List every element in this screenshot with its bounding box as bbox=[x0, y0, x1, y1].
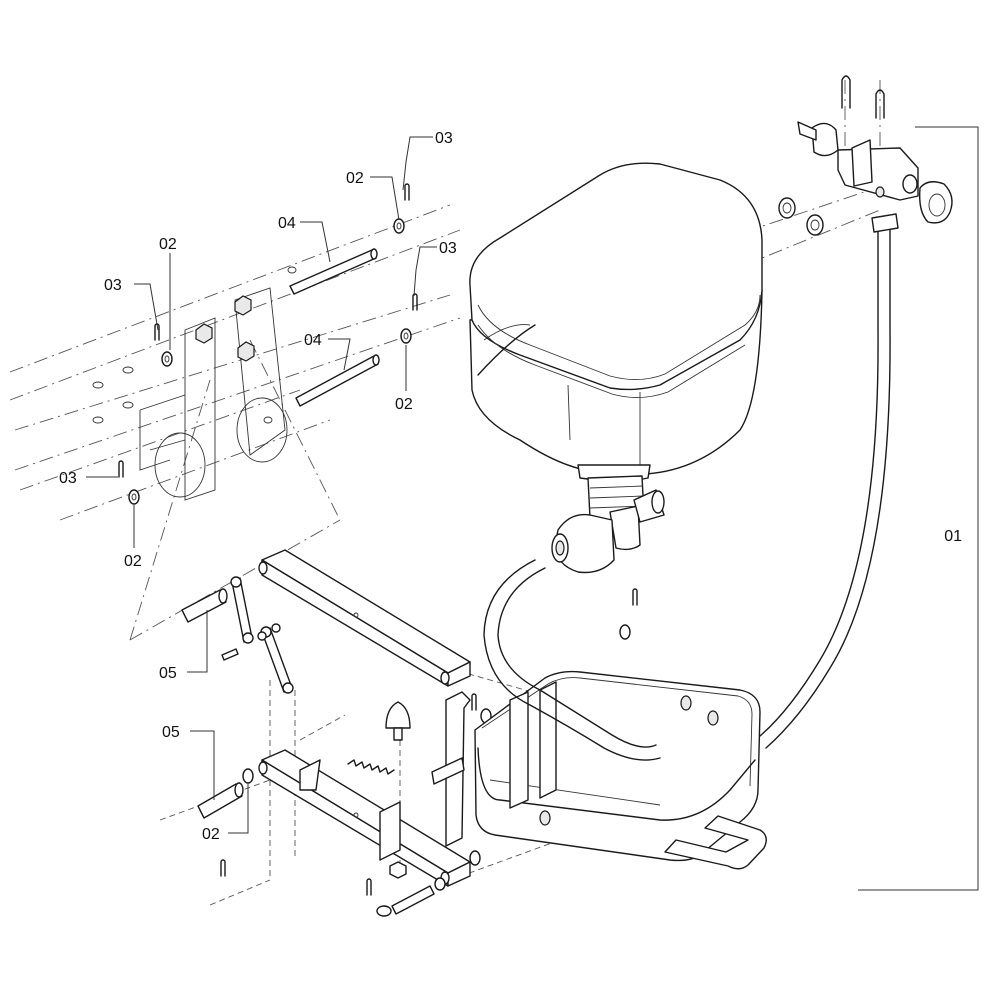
rubber-knob bbox=[385, 701, 411, 741]
tank bbox=[469, 162, 763, 482]
callout-05-lower: 05 bbox=[162, 724, 180, 741]
callout-03-mid: 03 bbox=[439, 240, 457, 257]
pin-lower bbox=[295, 354, 380, 407]
valve-manifold bbox=[778, 75, 953, 236]
washers bbox=[128, 218, 631, 917]
alignment-lines bbox=[9, 80, 901, 906]
bottom-bolt bbox=[389, 861, 446, 915]
tray bbox=[474, 670, 767, 870]
hose bbox=[483, 559, 661, 761]
callout-02-mid: 02 bbox=[395, 396, 413, 413]
callout-labels: 01 02 03 04 03 04 02 02 03 03 02 05 05 0… bbox=[59, 130, 962, 843]
callout-03-left: 03 bbox=[104, 277, 122, 294]
callout-03-lower: 03 bbox=[59, 470, 77, 487]
callout-02-bottom: 02 bbox=[202, 826, 220, 843]
callout-02-left: 02 bbox=[159, 236, 177, 253]
callout-03-top: 03 bbox=[435, 130, 453, 147]
pin-05-upper bbox=[181, 588, 228, 623]
return-hose bbox=[759, 213, 899, 749]
linkage bbox=[221, 576, 294, 694]
pin-05-lower bbox=[197, 782, 244, 819]
callout-04-mid: 04 bbox=[304, 332, 322, 349]
callout-01: 01 bbox=[944, 528, 962, 545]
callout-05-upper: 05 bbox=[159, 665, 177, 682]
latch-hook bbox=[431, 691, 471, 847]
leader-lines bbox=[86, 136, 437, 834]
assembly-bracket-01 bbox=[858, 126, 979, 891]
callout-04-top: 04 bbox=[278, 215, 296, 232]
pin-upper bbox=[289, 248, 378, 295]
outlet-fitting bbox=[551, 475, 665, 574]
frame-bracket bbox=[92, 266, 297, 501]
callout-02-lower: 02 bbox=[124, 553, 142, 570]
upper-crossbar bbox=[258, 549, 471, 687]
lower-crossbar bbox=[258, 749, 471, 887]
callout-02-top: 02 bbox=[346, 170, 364, 187]
spring bbox=[347, 759, 395, 775]
